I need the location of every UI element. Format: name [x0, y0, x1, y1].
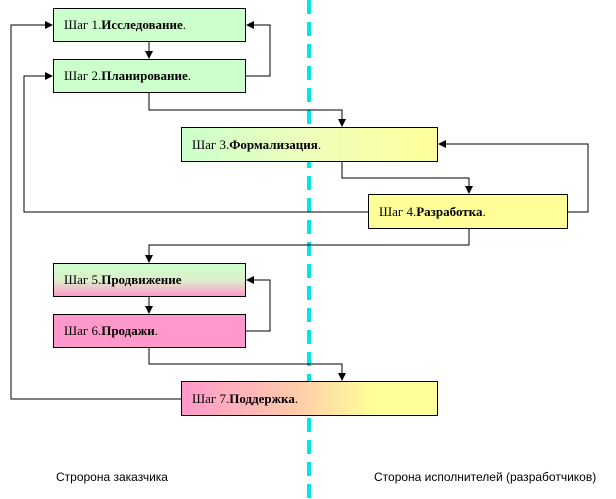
arrow-s4-back-to-s2 — [23, 72, 368, 213]
step-6-prefix: Шаг 6. — [64, 323, 102, 338]
step-1-prefix: Шаг 1. — [64, 17, 102, 32]
step-3-prefix: Шаг 3. — [192, 136, 230, 152]
step-4-development-box: Шаг 4. Разработка. — [368, 194, 568, 229]
step-4-name: Разработка — [416, 203, 483, 219]
step-4-prefix: Шаг 4. — [379, 203, 417, 219]
step-6-suffix: . — [154, 323, 158, 338]
step-7-support-box: Шаг 7. Поддержка. — [181, 381, 438, 416]
step-7-name: Поддержка — [229, 390, 295, 406]
step-7-suffix: . — [294, 390, 299, 406]
arrow-s2-back-to-s1 — [246, 21, 271, 77]
arrow-s6-to-s7 — [148, 348, 346, 381]
step-5-promotion-box: Шаг 5. Продвижение — [53, 263, 246, 297]
step-3-suffix: . — [317, 136, 322, 152]
step-1-name: Исследование — [101, 17, 183, 32]
step-5-prefix: Шаг 5. — [64, 272, 102, 287]
step-1-research-box: Шаг 1. Исследование. — [53, 8, 246, 42]
step-6-sales-box: Шаг 6. Продажи. — [53, 314, 246, 348]
step-6-name: Продажи — [101, 323, 155, 338]
developer-side-label: Сторона исполнителей (разработчиков) — [374, 470, 597, 484]
step-3-formalization-box: Шаг 3. Формализация. — [181, 127, 438, 162]
arrow-s3-to-s4 — [341, 162, 473, 194]
step-2-prefix: Шаг 2. — [64, 68, 102, 83]
step-2-planning-box: Шаг 2. Планирование. — [53, 59, 246, 93]
step-2-suffix: . — [187, 68, 192, 83]
step-1-suffix: . — [182, 17, 187, 32]
step-4-suffix: . — [482, 203, 486, 219]
arrow-s7-back-to-s1 — [10, 21, 181, 400]
step-5-name: Продвижение — [101, 272, 182, 287]
step-3-name: Формализация — [229, 136, 318, 152]
arrow-s4-back-to-s3 — [438, 140, 589, 213]
arrow-s2-to-s3 — [148, 93, 346, 127]
step-2-name: Планирование — [101, 68, 188, 83]
customer-side-label: Стророна заказчика — [56, 470, 168, 484]
step-7-prefix: Шаг 7. — [192, 390, 230, 406]
arrow-s6-back-to-s5 — [246, 276, 271, 332]
arrow-s4-to-s5 — [145, 229, 470, 263]
